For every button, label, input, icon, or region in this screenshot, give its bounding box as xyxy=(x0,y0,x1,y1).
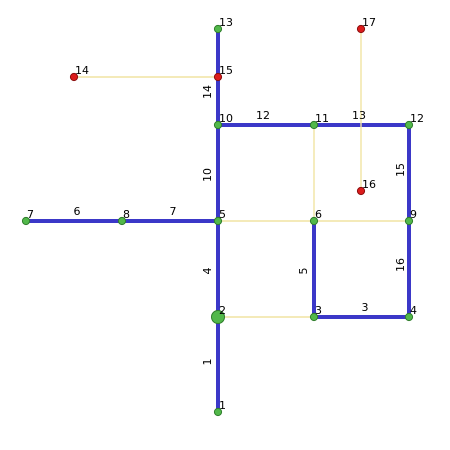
node-label: 10 xyxy=(219,112,233,125)
node-16[interactable] xyxy=(356,186,366,196)
node-12[interactable] xyxy=(404,120,414,130)
node-13[interactable] xyxy=(213,24,223,34)
node-label: 9 xyxy=(410,208,417,221)
edge-label: 7 xyxy=(170,205,177,218)
node-1[interactable] xyxy=(213,407,223,417)
node-label: 3 xyxy=(315,304,322,317)
node-label: 6 xyxy=(315,208,322,221)
node-4[interactable] xyxy=(404,312,414,322)
node-14[interactable] xyxy=(69,72,79,82)
node-11[interactable] xyxy=(309,120,319,130)
node-label: 5 xyxy=(219,208,226,221)
node-label: 1 xyxy=(219,399,226,412)
node-9[interactable] xyxy=(404,216,414,226)
node-label: 11 xyxy=(315,112,329,125)
node-label: 16 xyxy=(362,178,376,191)
node-label: 14 xyxy=(75,64,89,77)
node-10[interactable] xyxy=(213,120,223,130)
node-label: 4 xyxy=(410,304,417,317)
edge-label: 10 xyxy=(201,168,214,182)
node-label: 15 xyxy=(219,64,233,77)
node-6[interactable] xyxy=(309,216,319,226)
node-label: 13 xyxy=(219,16,233,29)
node-3[interactable] xyxy=(309,312,319,322)
edge-label: 4 xyxy=(201,268,214,275)
node-label: 8 xyxy=(123,208,130,221)
node-label: 17 xyxy=(362,16,376,29)
edge-label: 14 xyxy=(201,85,214,99)
edge-label: 5 xyxy=(297,268,310,275)
node-17[interactable] xyxy=(356,24,366,34)
node-15[interactable] xyxy=(213,72,223,82)
edges-layer xyxy=(26,29,411,412)
edge-label: 15 xyxy=(394,163,407,177)
edge-label: 6 xyxy=(74,205,81,218)
edge-label: 16 xyxy=(394,258,407,272)
node-label: 2 xyxy=(219,304,226,317)
node-8[interactable] xyxy=(117,216,127,226)
node-5[interactable] xyxy=(213,216,223,226)
edge-label: 12 xyxy=(256,109,270,122)
node-2[interactable] xyxy=(211,310,225,324)
node-label: 12 xyxy=(410,112,424,125)
edge-label: 1 xyxy=(201,359,214,366)
edge-label: 3 xyxy=(362,301,369,314)
nodes-layer xyxy=(21,24,414,417)
node-label: 7 xyxy=(27,208,34,221)
edge-label: 13 xyxy=(352,109,366,122)
node-7[interactable] xyxy=(21,216,31,226)
